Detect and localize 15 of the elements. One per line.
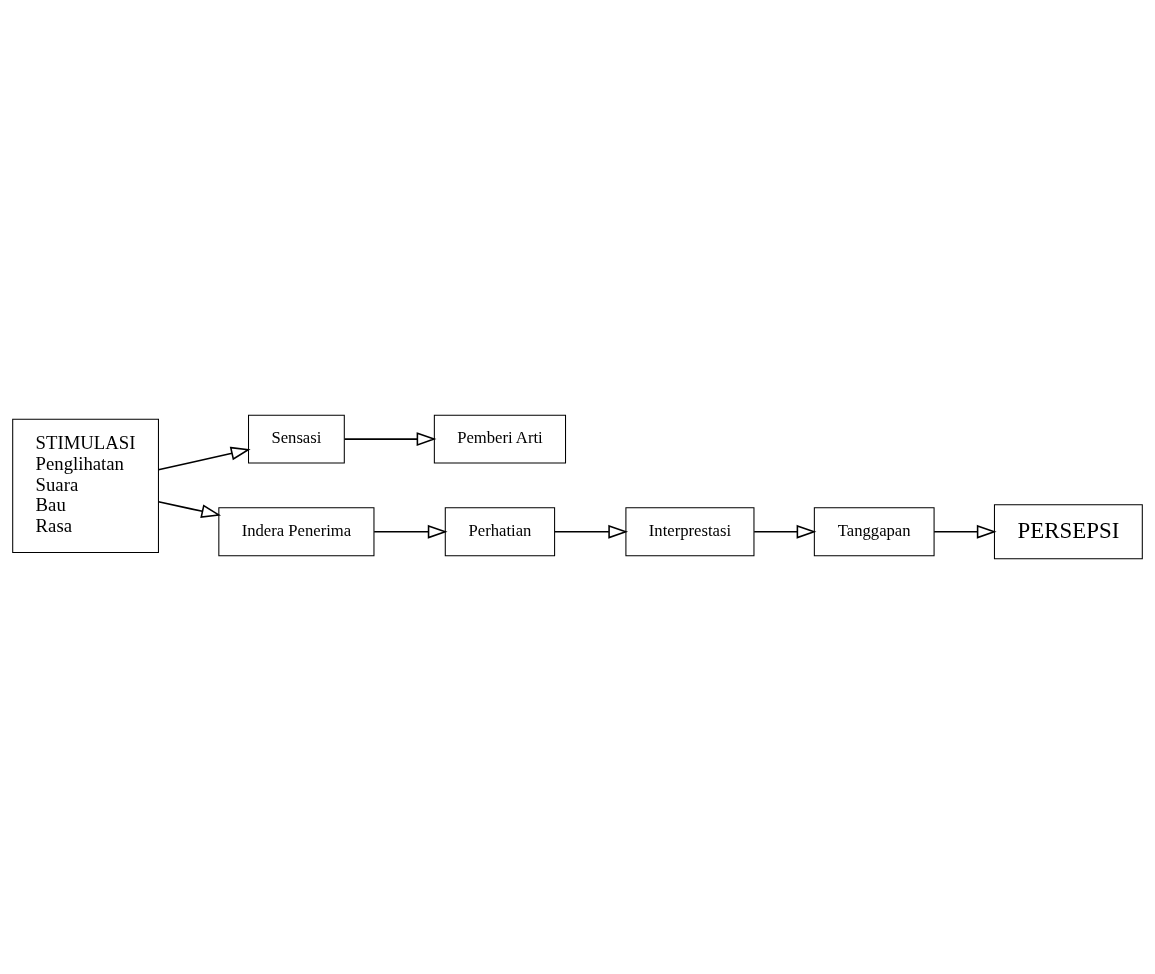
arrow [373,524,448,539]
node-box: Tanggapan [813,507,935,557]
node-box: PERSEPSI [993,504,1143,560]
arrow [554,524,629,539]
arrow [933,524,997,539]
arrow [157,500,222,518]
node-box: Indera Penerima [218,507,375,557]
node-box: STIMULASI Penglihatan Suara Bau Rasa [12,418,159,554]
node-box: Perhatian [444,507,556,557]
node-box: Pemberi Arti [433,414,567,464]
arrow [753,524,817,539]
node-box: Interprestasi [625,507,755,557]
arrow [343,432,437,447]
node-box: Sensasi [248,414,345,464]
arrow [157,446,251,471]
